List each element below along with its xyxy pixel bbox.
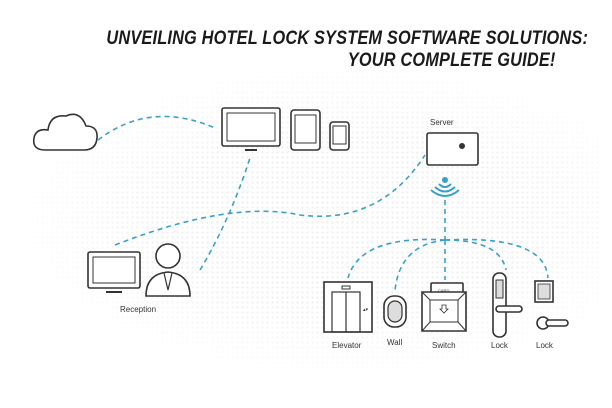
device-label-elevator: Elevator: [332, 341, 362, 350]
wall-reader-icon: [383, 295, 407, 328]
arc-wall: [394, 239, 446, 291]
cloud-to-devices-link: [97, 115, 216, 141]
device-label-switch: Switch: [432, 341, 456, 350]
arc-lock-1: [444, 239, 507, 271]
arc-lock-2: [444, 238, 549, 279]
server-label: Server: [430, 118, 454, 127]
arc-elevator: [347, 238, 446, 279]
person-to-devices-link: [199, 157, 251, 271]
receptionist-person-icon: [145, 243, 191, 297]
connections: [97, 115, 549, 291]
server-icon: [426, 132, 479, 166]
device-label-wall: Wall: [387, 338, 402, 347]
reception-monitor-icon: [87, 251, 141, 293]
card-switch-icon: CARD: [421, 282, 467, 332]
cloud-icon: [32, 113, 98, 151]
phone-icon: [329, 121, 350, 151]
card-text: CARD: [438, 288, 449, 293]
svg-text:▴▾: ▴▾: [363, 307, 369, 313]
door-lock-icon: [492, 272, 523, 338]
monitor-icon: [221, 107, 281, 151]
wifi-signal-icon: [430, 177, 460, 197]
title-line-2: YOUR COMPLETE GUIDE!: [348, 50, 556, 71]
tablet-icon: [290, 109, 321, 151]
title-line-1: UNVEILING HOTEL LOCK SYSTEM SOFTWARE SOL…: [106, 28, 588, 49]
device-label-lock-2: Lock: [536, 341, 554, 350]
door-handle-lock-icon: [534, 280, 569, 330]
reception-label: Reception: [120, 305, 156, 314]
elevator-icon: ▴▾: [323, 281, 373, 333]
device-label-lock-1: Lock: [491, 341, 509, 350]
reception-to-server-link: [114, 154, 426, 246]
